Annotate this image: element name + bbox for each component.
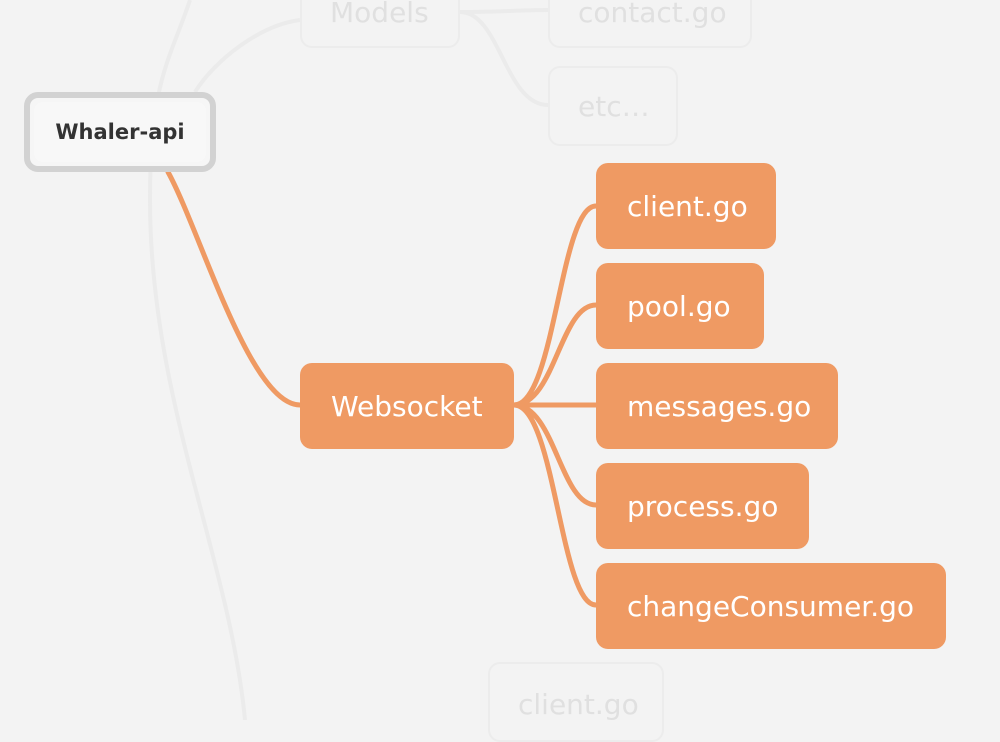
connector-websocket-changeconsumer <box>511 402 599 608</box>
child-node-changeconsumer[interactable]: changeConsumer.go <box>596 563 946 649</box>
faded-node-models: Models <box>300 0 460 48</box>
connector-websocket-pool <box>511 302 599 408</box>
faded-node-models-label: Models <box>330 0 429 29</box>
faded-node-client-bottom: client.go <box>488 662 664 742</box>
faded-connector-top <box>193 18 301 94</box>
child-node-process[interactable]: process.go <box>596 463 809 549</box>
root-node-label: Whaler-api <box>34 102 206 162</box>
child-node-label: pool.go <box>627 289 731 323</box>
faded-connector-contact <box>459 8 549 14</box>
child-node-label: messages.go <box>627 389 812 423</box>
child-node-pool[interactable]: pool.go <box>596 263 764 349</box>
connector-websocket-client <box>511 203 599 408</box>
faded-connector-models <box>147 0 247 720</box>
faded-node-etc-label: etc… <box>578 89 650 123</box>
faded-node-contact-label: contact.go <box>578 0 727 29</box>
child-node-messages[interactable]: messages.go <box>596 363 838 449</box>
branch-node-websocket[interactable]: Websocket <box>300 363 514 449</box>
child-node-label: client.go <box>627 189 748 223</box>
faded-node-client-bottom-label: client.go <box>518 687 639 721</box>
faded-connector-etc <box>459 10 549 107</box>
branch-node-label: Websocket <box>331 389 483 423</box>
root-node-whaler-api[interactable]: Whaler-api <box>24 92 216 172</box>
child-node-client[interactable]: client.go <box>596 163 776 249</box>
faded-node-contact: contact.go <box>548 0 752 48</box>
connector-root-websocket <box>165 169 303 408</box>
mindmap-connectors <box>147 0 599 720</box>
child-node-label: changeConsumer.go <box>627 589 915 623</box>
child-node-label: process.go <box>627 489 779 523</box>
faded-node-etc: etc… <box>548 66 678 146</box>
